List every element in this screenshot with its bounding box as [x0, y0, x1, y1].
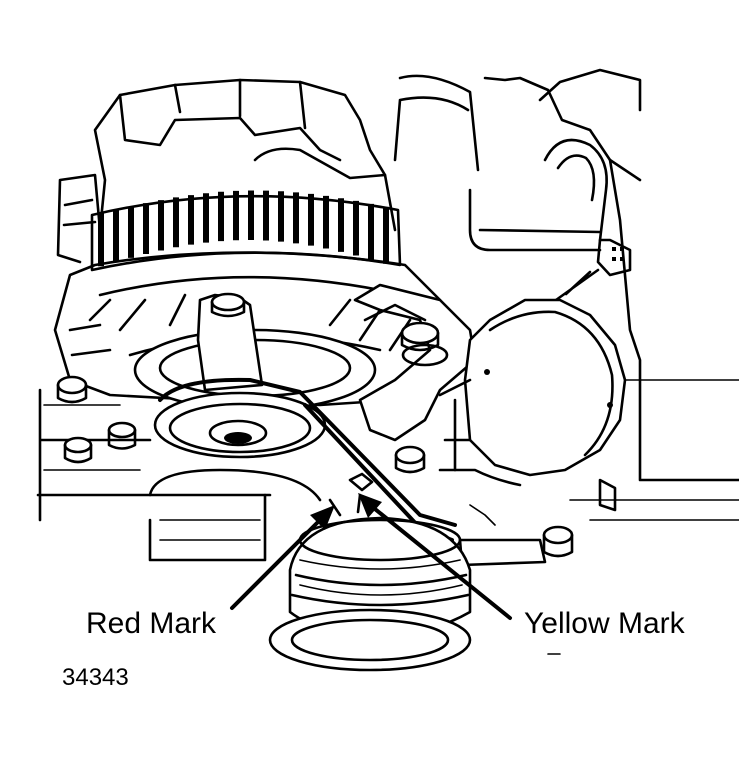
alternator-fin [233, 190, 239, 241]
alternator-fin [308, 193, 314, 246]
engine-block [36, 68, 739, 562]
alternator-fin [353, 200, 359, 256]
red-mark-arrowhead [310, 505, 335, 530]
alternator-fin [128, 206, 134, 258]
crankshaft-pulley [268, 504, 496, 672]
alternator-fin [188, 195, 194, 245]
yellow-mark-leader [368, 503, 512, 620]
red-mark-label: Red Mark [86, 607, 217, 640]
alternator-fin [278, 191, 284, 242]
alternator-fin [203, 193, 209, 243]
red-mark-leader [230, 516, 324, 610]
alternator-fin [368, 203, 374, 260]
yellow-mark-arrowhead [358, 493, 382, 518]
bolt-right [458, 525, 574, 567]
power-steering-pump [438, 298, 627, 512]
leader-arrows [230, 493, 512, 620]
alternator-fin [173, 197, 179, 248]
alternator-fin [323, 195, 329, 249]
bolt-center [394, 445, 426, 474]
bolt-lower-left [63, 421, 137, 464]
adjuster-bracket [353, 283, 477, 442]
yellow-mark-label: Yellow Mark [524, 607, 685, 640]
alternator-fin [218, 191, 224, 242]
timing-marks [328, 472, 374, 517]
alternator-fin [338, 198, 344, 252]
mounting-bolts [56, 375, 574, 567]
bolt-left [56, 375, 88, 404]
alternator-pulley [153, 391, 327, 459]
alternator-fin [158, 200, 164, 251]
alternator [53, 78, 452, 412]
alternator-fin [293, 192, 299, 244]
alternator-fin [143, 203, 149, 254]
figure-number: 34343 [62, 664, 129, 691]
alternator-fin [383, 206, 389, 264]
alternator-fin [263, 190, 269, 241]
alternator-fin [113, 209, 119, 263]
alternator-fin [248, 190, 254, 241]
alternator-fin [98, 213, 104, 267]
